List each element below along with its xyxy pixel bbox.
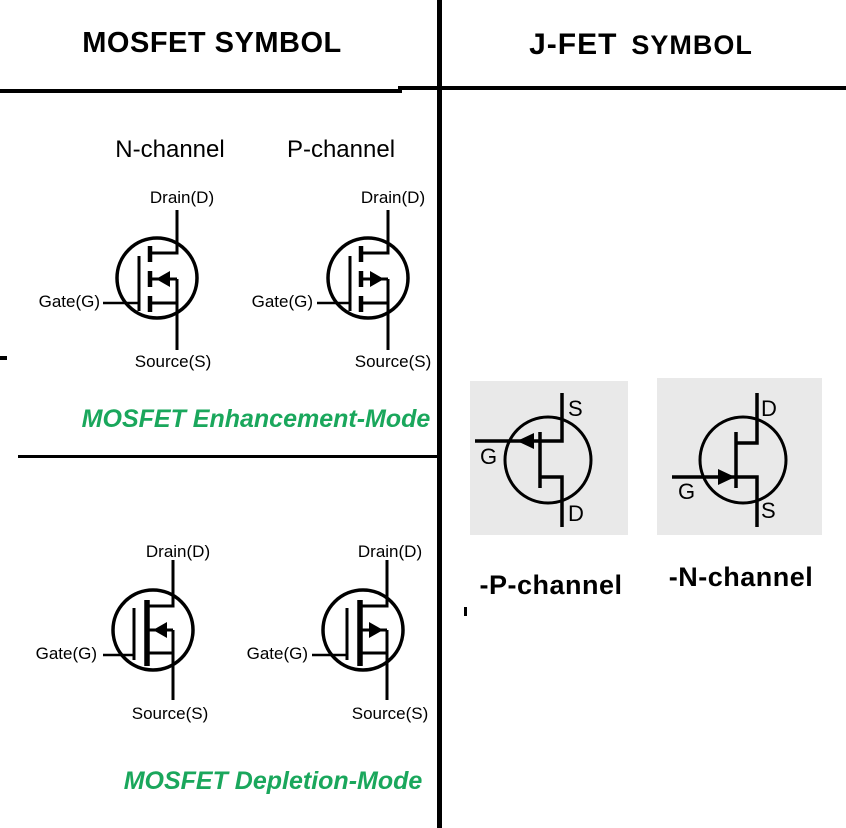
transistor-circle (321, 588, 405, 672)
mosfet-p-depletion-symbol (312, 560, 405, 700)
gate-label: Gate(G) (38, 292, 100, 311)
transistor-circle (503, 415, 593, 505)
transistor-circle (326, 236, 410, 320)
pch-arrow-icon (369, 622, 383, 638)
header-rule-right (398, 86, 846, 90)
bottom-lead (540, 475, 564, 527)
small-tick (464, 607, 467, 616)
jfet-n-channel-caption: -N-channel (668, 562, 814, 592)
mosfet-column-title: MOSFET SYMBOL (82, 27, 342, 59)
gate-label: Gate(G) (251, 292, 313, 311)
jfet-n-gate-label: G (678, 479, 696, 504)
drain-lead (361, 210, 390, 255)
n-channel-column-label: N-channel (115, 136, 225, 163)
top-lead (736, 393, 759, 445)
pch-arrow-icon (370, 271, 384, 287)
jfet-p-top-terminal-label: S (568, 396, 583, 421)
p-channel-column-label: P-channel (286, 136, 396, 163)
jfet-n-top-terminal-label: D (761, 396, 777, 421)
column-divider-line (437, 0, 442, 828)
pch-arrow-icon (517, 433, 534, 449)
source-label: Source(S) (134, 352, 212, 371)
drain-lead (149, 560, 175, 608)
drain-lead (150, 210, 179, 255)
jfet-n-symbol (657, 378, 822, 535)
jfet-p-channel-caption: -P-channel (479, 570, 623, 600)
gate-label: Gate(G) (246, 644, 308, 663)
source-label: Source(S) (351, 704, 429, 723)
drain-label: Drain(D) (360, 188, 426, 207)
jfet-title-part1: J-FET (529, 28, 618, 61)
jfet-n-background-box (657, 378, 822, 535)
nch-arrow-icon (718, 469, 735, 485)
gate-label: Gate(G) (35, 644, 97, 663)
drain-lead (362, 560, 389, 608)
jfet-title-part2: SYMBOL (631, 30, 753, 60)
transistor-circle (115, 236, 199, 320)
mosfet-n-enhancement-symbol (103, 210, 199, 350)
mosfet-n-depletion-symbol (103, 560, 195, 700)
source-label: Source(S) (131, 704, 209, 723)
jfet-n-bottom-terminal-label: S (761, 498, 776, 523)
jfet-p-bottom-terminal-label: D (568, 501, 584, 526)
source-label: Source(S) (354, 352, 432, 371)
drain-label: Drain(D) (149, 188, 215, 207)
gate-and-top-lead (475, 393, 564, 443)
mosfet-p-enhancement-symbol (317, 210, 410, 350)
nch-arrow-icon (156, 271, 170, 287)
transistor-circle (698, 415, 788, 505)
bottom-lead (736, 475, 759, 527)
header-rule-left (0, 89, 402, 93)
nch-arrow-icon (153, 622, 167, 638)
section-divider-line (18, 455, 437, 458)
jfet-p-symbol (470, 381, 628, 535)
drain-label: Drain(D) (357, 542, 423, 561)
transistor-circle (111, 588, 195, 672)
jfet-column-title: J-FET SYMBOL (529, 28, 753, 62)
jfet-p-gate-label: G (480, 444, 498, 469)
enhancement-mode-caption: MOSFET Enhancement-Mode (81, 405, 431, 433)
left-edge-tick (0, 356, 7, 360)
depletion-mode-caption: MOSFET Depletion-Mode (123, 767, 423, 795)
drain-label: Drain(D) (145, 542, 211, 561)
jfet-p-background-box (470, 381, 628, 535)
